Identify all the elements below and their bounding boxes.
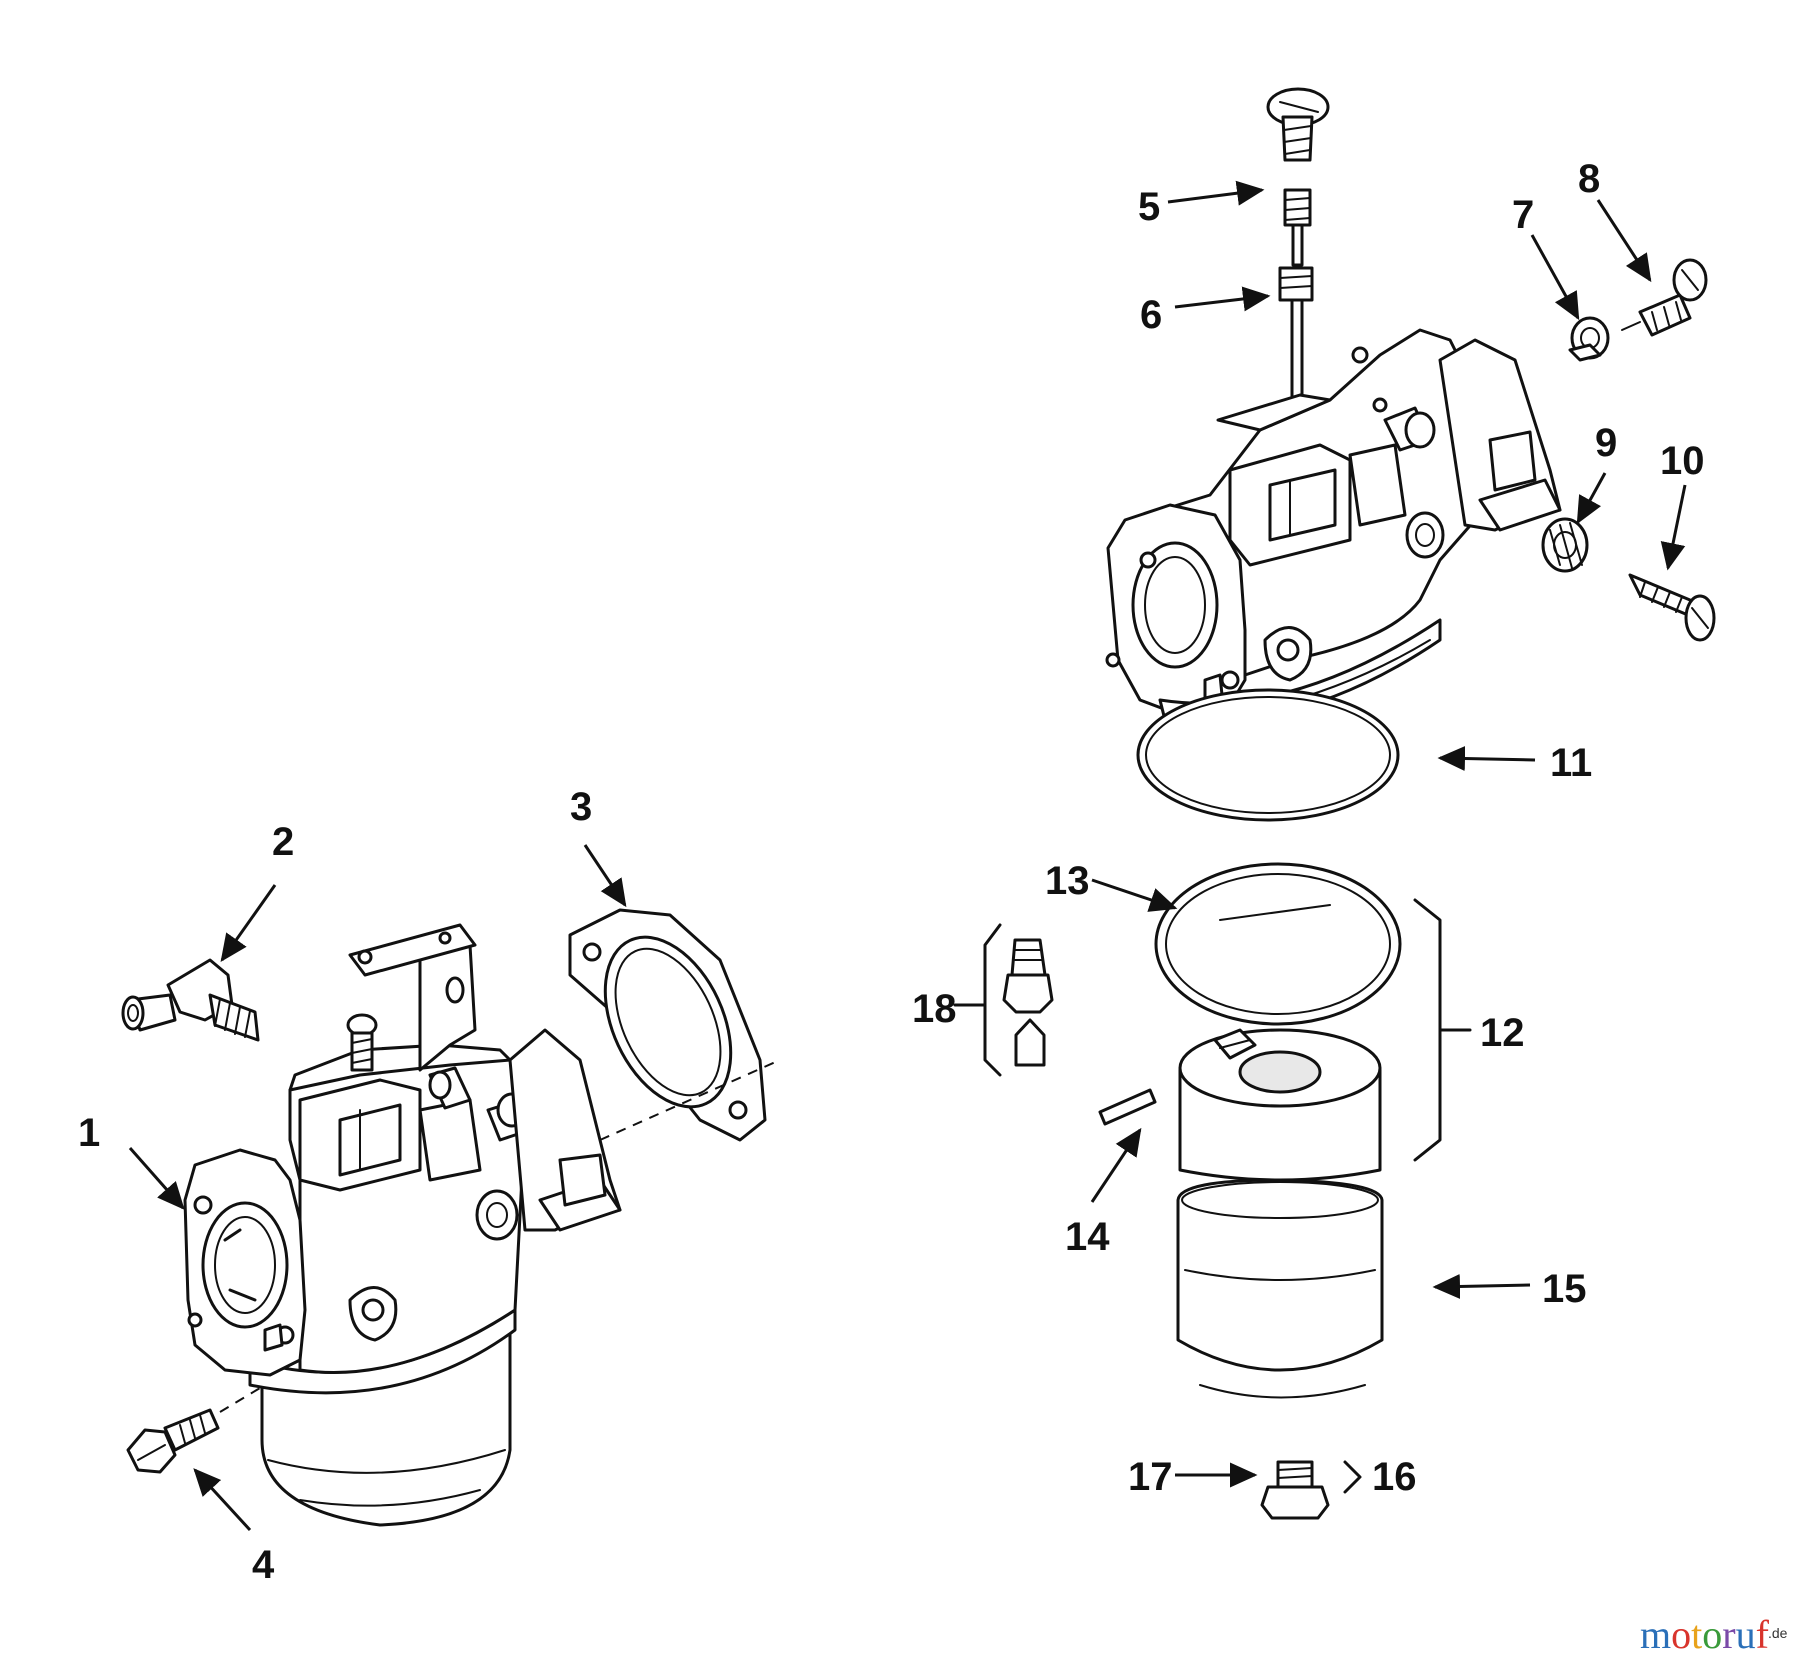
carburetor-top-drawing (1105, 87, 1562, 724)
bowl-nut-drawing (1260, 1460, 1330, 1520)
callout-13: 13 (1045, 859, 1090, 903)
watermark-text: motoruf (1640, 1612, 1770, 1657)
callout-12: 12 (1480, 1011, 1525, 1055)
callout-18: 18 (912, 987, 957, 1031)
bracket-18 (983, 923, 1002, 1077)
callout-3: 3 (570, 785, 592, 829)
callout-4: 4 (252, 1543, 275, 1587)
callout-14: 14 (1065, 1215, 1110, 1259)
watermark-letter: o (1671, 1612, 1691, 1657)
bracket-12 (1413, 898, 1442, 1162)
bracket-16 (1343, 1460, 1362, 1494)
inlet-needle-seat-drawing (1002, 938, 1054, 1067)
callout-5: 5 (1138, 185, 1160, 229)
watermark-letter: f (1756, 1612, 1770, 1657)
fuel-elbow-drawing (121, 958, 260, 1042)
carburetor-assembly-drawing (183, 923, 622, 1527)
float-gasket-drawing (1154, 862, 1402, 1026)
watermark-letter: m (1640, 1612, 1671, 1657)
callout-1: 1 (78, 1111, 100, 1155)
watermark-letter: u (1736, 1612, 1756, 1657)
callout-15: 15 (1542, 1267, 1587, 1311)
watermark-letter: o (1702, 1612, 1722, 1657)
watermark-letter: t (1691, 1612, 1702, 1657)
callout-9: 9 (1595, 421, 1617, 465)
float-pin-drawing (1098, 1088, 1157, 1126)
callout-6: 6 (1140, 293, 1162, 337)
callout-17: 17 (1128, 1455, 1173, 1499)
watermark-logo: motoruf .de (1640, 1612, 1788, 1657)
callout-16: 16 (1372, 1455, 1417, 1499)
watermark-letter: r (1722, 1612, 1735, 1657)
watermark-suffix: .de (1768, 1625, 1788, 1641)
callout-8: 8 (1578, 157, 1600, 201)
mounting-gasket-drawing (568, 908, 781, 1142)
callout-11: 11 (1550, 741, 1592, 785)
hex-screw-drawing (126, 1384, 266, 1474)
callout-10: 10 (1660, 439, 1705, 483)
float-and-bowl-drawing (1176, 1028, 1384, 1399)
bowl-gasket-drawing (1136, 688, 1400, 822)
screws-and-springs-drawing (1541, 258, 1716, 642)
leader-arrows (128, 180, 1687, 1532)
callout-7: 7 (1512, 193, 1534, 237)
callout-labels: 1 2 3 4 5 6 7 8 9 10 11 12 13 14 15 16 1… (78, 157, 1705, 1587)
callout-2: 2 (272, 820, 294, 864)
